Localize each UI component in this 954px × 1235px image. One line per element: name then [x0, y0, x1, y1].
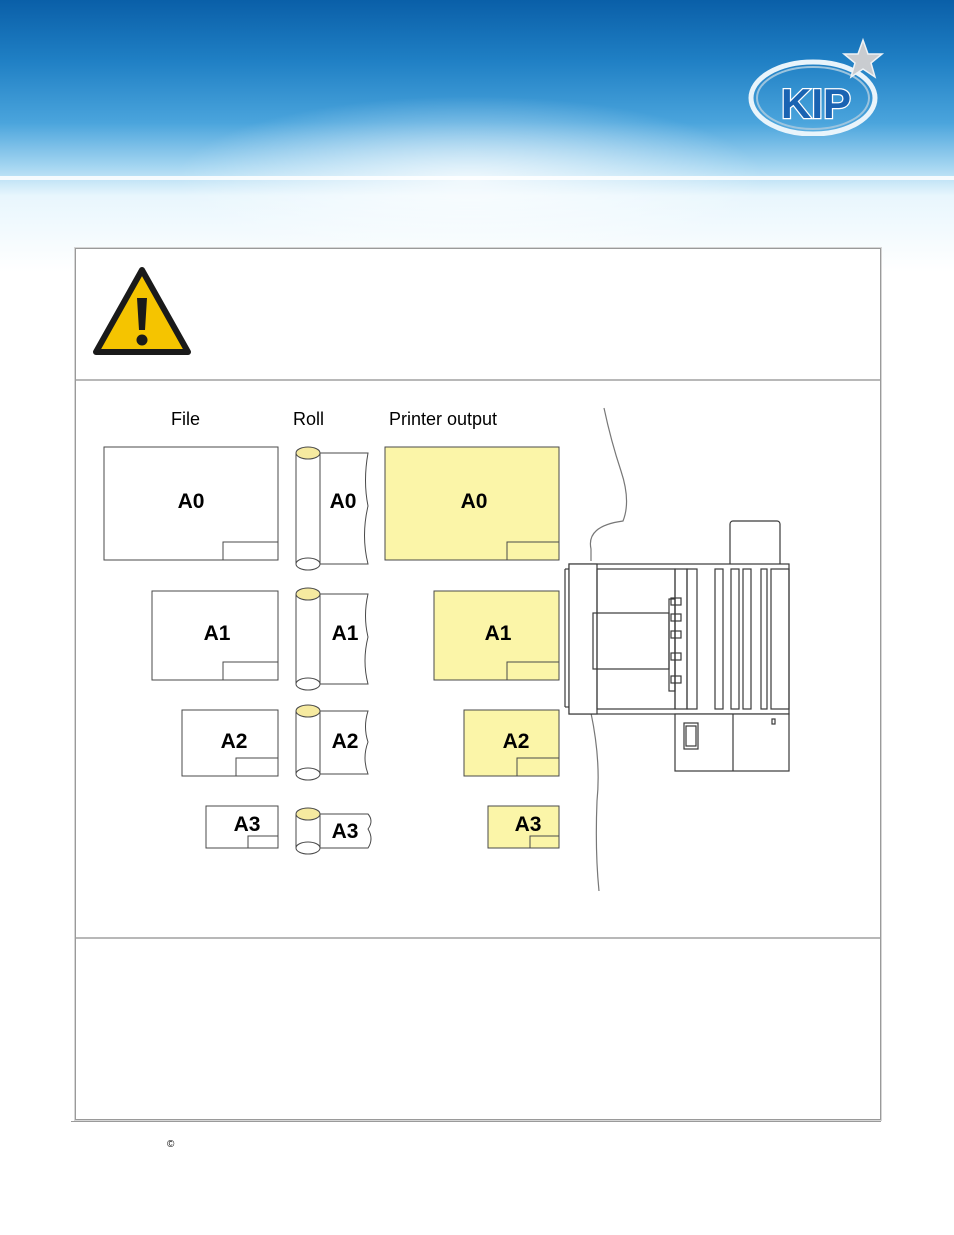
warning-triangle-icon [93, 267, 191, 355]
output-size-label: A0 [461, 490, 488, 513]
footer-divider [71, 1121, 881, 1122]
paper-size-diagram-section: File Roll Printer output A0 A1 A2 [76, 381, 880, 939]
file-size-label: A2 [221, 730, 248, 753]
paper-size-diagram: File Roll Printer output A0 A1 A2 [103, 407, 790, 892]
roll-size-label: A0 [330, 490, 357, 513]
file-sheet-a0: A0 [103, 446, 279, 561]
file-sheet-a1: A1 [151, 590, 279, 681]
roll-a0: A0 [295, 446, 369, 571]
roll-column-header: Roll [293, 409, 324, 429]
notes-section [76, 939, 880, 1119]
roll-a1: A1 [295, 587, 369, 691]
warning-section [76, 249, 880, 381]
file-column-header: File [171, 409, 200, 429]
copyright-symbol: © [167, 1139, 175, 1150]
roll-a3: A3 [295, 807, 372, 855]
output-sheet-a3: A3 [487, 805, 560, 849]
roll-size-label: A2 [332, 730, 359, 753]
kip-logo: KIP [748, 37, 885, 136]
file-sheet-a2: A2 [181, 709, 279, 777]
wide-format-printer-illustration [564, 407, 790, 892]
file-size-label: A1 [204, 622, 231, 645]
roll-a2: A2 [295, 704, 369, 781]
output-size-label: A3 [515, 813, 542, 836]
printer-output-column-header: Printer output [389, 409, 497, 429]
output-sheet-a0: A0 [384, 446, 560, 561]
roll-size-label: A3 [332, 820, 359, 843]
output-size-label: A2 [503, 730, 530, 753]
file-sheet-a3: A3 [205, 805, 279, 849]
output-sheet-a1: A1 [433, 590, 560, 681]
output-size-label: A1 [485, 622, 512, 645]
roll-size-label: A1 [332, 622, 359, 645]
file-size-label: A3 [234, 813, 261, 836]
page-header-banner: KIP [0, 0, 954, 272]
content-frame: File Roll Printer output A0 A1 A2 [75, 248, 881, 1120]
file-size-label: A0 [178, 490, 205, 513]
output-sheet-a2: A2 [463, 709, 560, 777]
logo-wordmark: KIP [781, 80, 851, 127]
